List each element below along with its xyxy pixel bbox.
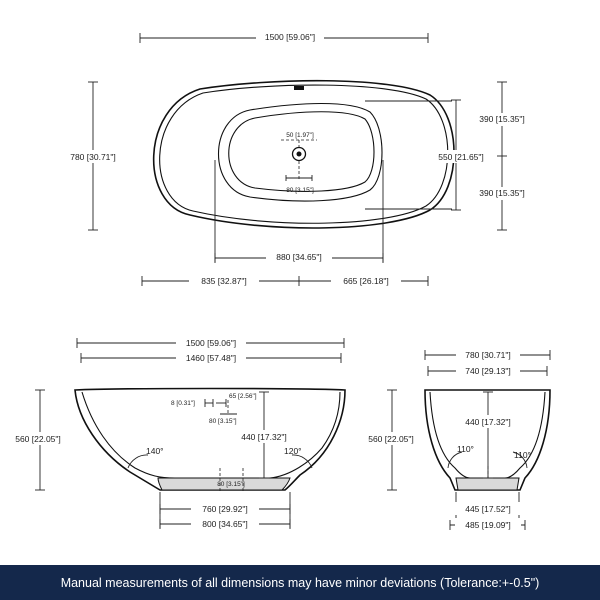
- top-lower-half: 390 [15.35"]: [479, 188, 525, 198]
- tub-inner-basin-edge: [228, 111, 375, 192]
- tub-end-base: [455, 477, 520, 491]
- overflow-notch: [294, 86, 304, 90]
- side-overflow-small: 8 [0.31"]: [171, 400, 195, 407]
- tub-side-base: [157, 477, 291, 491]
- side-left-angle: 140°: [146, 446, 164, 456]
- top-left-to-center: 835 [32.87"]: [201, 276, 247, 286]
- end-base-inner: 445 [17.52"]: [465, 504, 511, 514]
- drain-offset-label: 50 [1.97"]: [286, 132, 314, 139]
- end-height: 560 [22.05"]: [368, 434, 414, 444]
- top-overall-width: 780 [30.71"]: [70, 152, 116, 162]
- end-inner-width: 740 [29.13"]: [465, 366, 511, 376]
- top-view: 50 [1.97"] 80 [3.15"] 1500 [59.06"] 780 …: [58, 30, 532, 287]
- end-right-angle: 110°: [514, 450, 531, 460]
- end-view: 780 [30.71"] 740 [29.13"] 110° 110° 440 …: [357, 348, 551, 531]
- tub-top-rim: [159, 84, 449, 224]
- tub-end-outline: [424, 389, 551, 491]
- drain-size-label: 80 [3.15"]: [286, 187, 314, 194]
- top-inner-length: 880 [34.65"]: [276, 252, 322, 262]
- side-base-inner: 760 [29.92"]: [202, 504, 248, 514]
- tolerance-note: Manual measurements of all dimensions ma…: [60, 575, 540, 590]
- tolerance-footer: Manual measurements of all dimensions ma…: [0, 565, 600, 600]
- top-overall-length: 1500 [59.06"]: [265, 32, 315, 42]
- end-base-outer: 485 [19.09"]: [465, 520, 511, 530]
- top-center-to-right: 665 [26.18"]: [343, 276, 389, 286]
- tub-inner-basin: [218, 102, 383, 202]
- top-inner-width: 550 [21.65"]: [438, 152, 484, 162]
- side-drain-foot: 80 [3.15"]: [217, 481, 245, 488]
- end-inner-depth: 440 [17.32"]: [465, 417, 511, 427]
- side-right-angle: 120°: [284, 446, 302, 456]
- end-left-angle: 110°: [457, 444, 474, 454]
- top-upper-half: 390 [15.35"]: [479, 114, 525, 124]
- side-overflow-height: 65 [2.56"]: [229, 393, 257, 400]
- side-view: 1500 [59.06"] 1460 [57.48"] 140° 120° 8 …: [4, 336, 346, 530]
- end-top-width: 780 [30.71"]: [465, 350, 511, 360]
- bathtub-dimension-drawing: 50 [1.97"] 80 [3.15"] 1500 [59.06"] 780 …: [4, 30, 551, 531]
- tub-side-outline: [74, 387, 346, 491]
- side-overflow-size: 80 [3.15"]: [209, 418, 237, 425]
- side-height: 560 [22.05"]: [15, 434, 61, 444]
- side-base-outer: 800 [34.65"]: [202, 519, 248, 529]
- side-inner-top-length: 1460 [57.48"]: [186, 353, 236, 363]
- side-inner-depth: 440 [17.32"]: [241, 432, 287, 442]
- side-top-length: 1500 [59.06"]: [186, 338, 236, 348]
